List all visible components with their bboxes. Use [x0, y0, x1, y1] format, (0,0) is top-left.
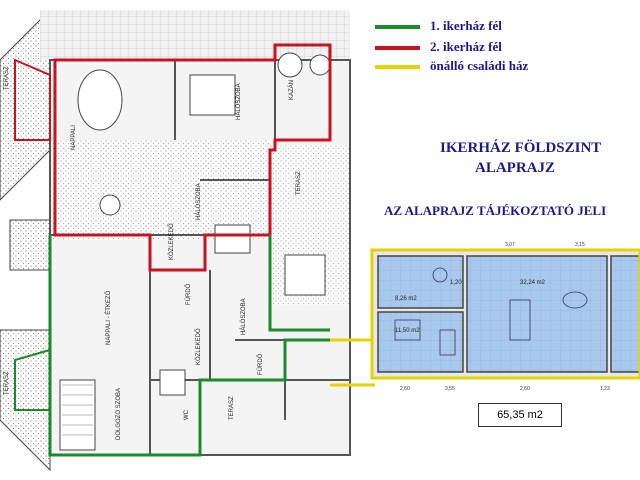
- mini-area-label: 11,50 m2: [395, 328, 420, 334]
- room-label: TERASZ: [4, 66, 10, 90]
- heading-line-3: AZ ALAPRAJZ TÁJÉKOZTATÓ JELI: [384, 203, 607, 218]
- mini-area-label: 1,20: [450, 280, 462, 286]
- room-label: HÁLÓSZOBA: [240, 298, 247, 335]
- main-floor-plan: TERASZ NAPPALI HÁLÓSZOBA KAZÁN TERASZ HÁ…: [0, 10, 375, 472]
- mini-dim-label: 2,60: [520, 386, 530, 392]
- room-label: FÜRDŐ: [257, 353, 264, 375]
- mini-area-label: 32,24 m2: [520, 280, 546, 286]
- room-label: HÁLÓSZOBA: [195, 183, 202, 220]
- mini-dim-label: 3,07: [505, 242, 515, 248]
- room-label: KAZÁN: [288, 80, 295, 100]
- mini-area-label: 8,26 m2: [395, 296, 417, 302]
- room-label: NAPPALI - ÉTKEZŐ: [105, 290, 112, 345]
- mini-dim-label: 2,60: [400, 386, 410, 392]
- legend-swatches: [375, 25, 420, 69]
- room-label: HÁLÓSZOBA: [235, 83, 242, 120]
- room-label: TERASZ: [296, 171, 302, 195]
- mini-dim-label: 3,55: [445, 386, 455, 392]
- mini-dim-label: 1,23: [600, 386, 610, 392]
- room-label: TERASZ: [229, 396, 235, 420]
- legend-item-first-semi-detached: 1. ikerház fél: [430, 18, 502, 33]
- room-label: KÖZLEKEDŐ: [195, 328, 202, 365]
- heading-line-2: ALAPRAJZ: [475, 160, 556, 176]
- room-label: NAPPALI: [71, 125, 77, 150]
- room-label: WC: [184, 409, 190, 420]
- mini-dim-label: 3,15: [575, 242, 585, 248]
- total-area-box: 65,35 m2: [478, 403, 562, 427]
- room-label: DOLGOZÓ SZOBA: [115, 388, 122, 440]
- legend-item-detached-house: önálló családi ház: [430, 58, 529, 73]
- heading-line-1: IKERHÁZ FÖLDSZINT: [440, 140, 602, 156]
- room-label: KÖZLEKEDŐ: [168, 223, 175, 260]
- room-label: TERASZ: [4, 371, 10, 395]
- room-label: FÜRDŐ: [185, 283, 192, 305]
- mini-floor-plan: 8,26 m2 1,20 32,24 m2 11,50 m2 3,07 3,15…: [370, 242, 640, 392]
- legend-item-second-semi-detached: 2. ikerház fél: [430, 39, 502, 54]
- total-area-value: 65,35 m2: [497, 409, 543, 421]
